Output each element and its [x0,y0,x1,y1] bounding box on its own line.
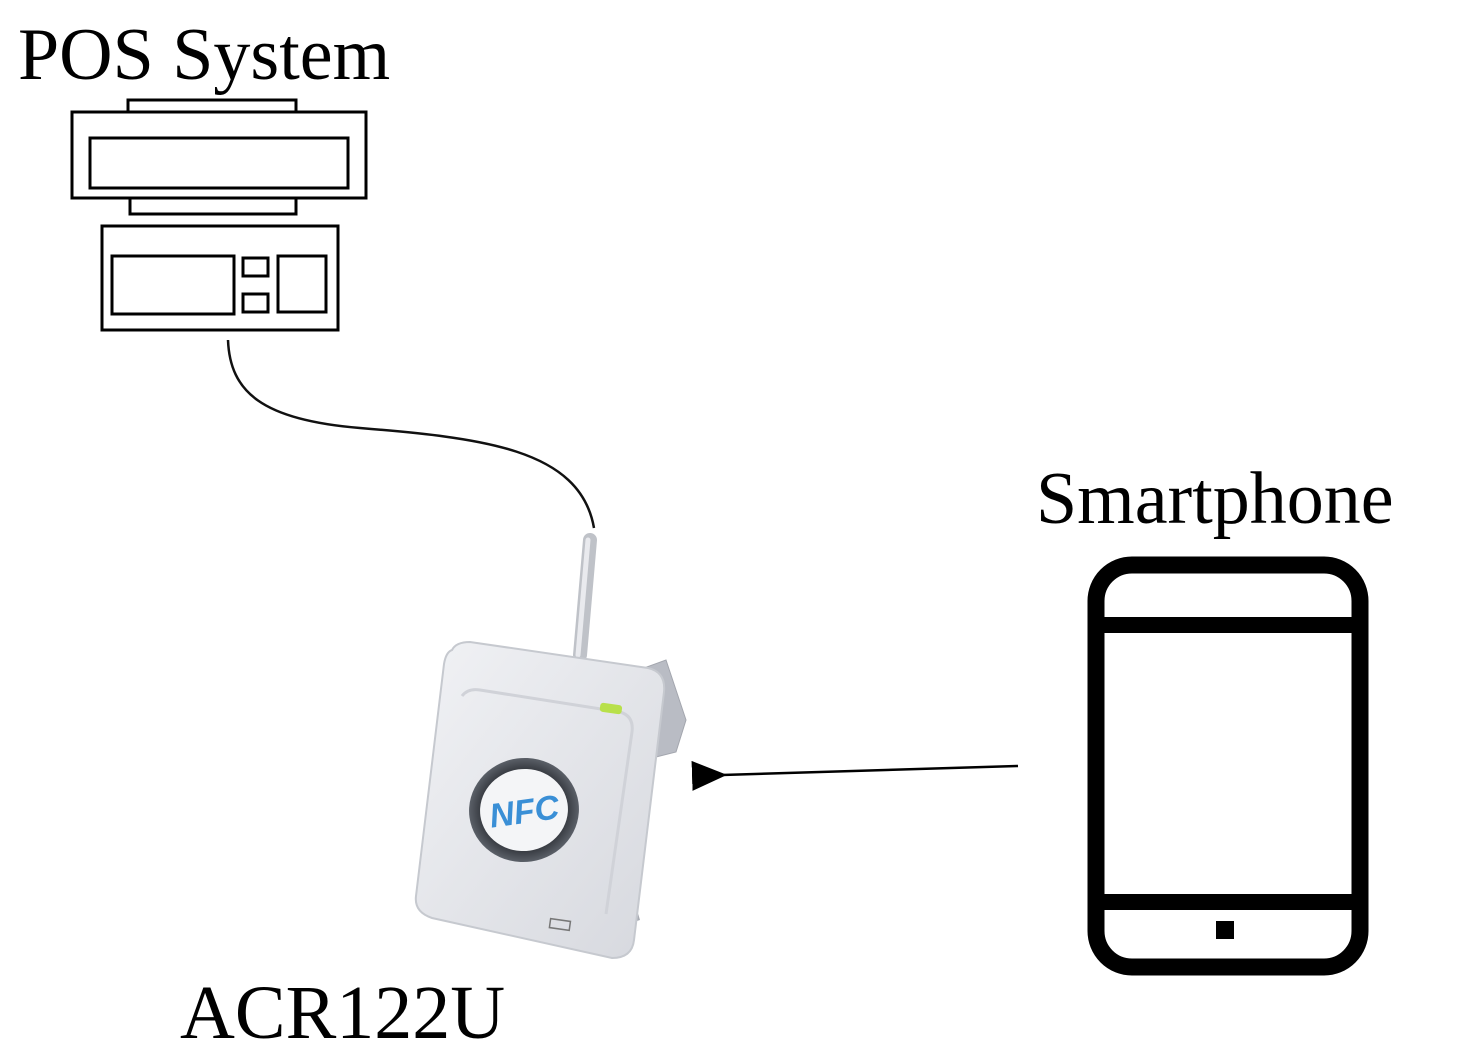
pos-printer-base [128,196,298,216]
pos-printer-body [70,110,368,200]
pos-printer-display [88,136,350,190]
pos-system-label: POS System [18,14,391,96]
reader-brand-mark [548,917,572,932]
smartphone-label: Smartphone [1036,458,1394,540]
pos-drawer-panel [110,254,236,316]
pos-cash-drawer [100,224,340,332]
pos-printer-top-slot [126,98,298,114]
pos-drawer-slot [276,254,328,314]
usb-cable-highlight [575,537,591,658]
nfc-reader-icon: NFC [414,533,687,960]
smartphone-bottom-bar [1096,894,1360,910]
smartphone-top-bar [1096,617,1360,633]
smartphone-icon [1087,556,1369,976]
pos-drawer-key-bottom [241,292,270,314]
pos-drawer-key-top [241,256,270,278]
smartphone-home-button [1216,921,1234,939]
usb-cable-line [226,339,596,529]
reader-label: ACR122U [180,971,506,1055]
smartphone-body [1087,556,1369,976]
reader-led [599,702,623,715]
nfc-logo-center [480,768,568,852]
nfc-signal-arrow [691,760,1019,791]
pos-terminal-icon [70,98,368,332]
